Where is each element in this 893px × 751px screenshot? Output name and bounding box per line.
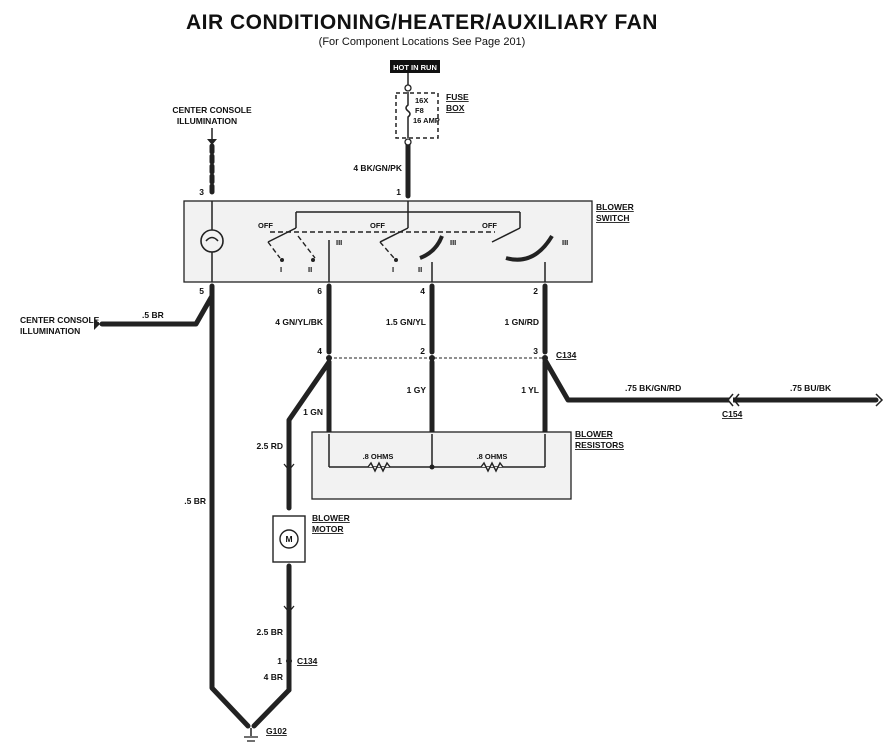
fuse-symbol <box>405 92 411 138</box>
resistor-2-value: .8 OHMS <box>477 452 508 461</box>
blower-motor-symbol: M <box>285 534 292 544</box>
switch-1-pos-ii: II <box>308 265 312 274</box>
diagram-subtitle: (For Component Locations See Page 201) <box>319 36 526 48</box>
switch-2-off: OFF <box>370 221 385 230</box>
blower-resistors-label-1: BLOWER <box>575 429 613 439</box>
wire-label-75bkgnrd: .75 BK/GN/RD <box>625 383 681 393</box>
c134-pin-2: 2 <box>420 346 425 356</box>
wire-label-4br: 4 BR <box>264 672 283 682</box>
c134-pin-4: 4 <box>317 346 322 356</box>
switch-1-off: OFF <box>258 221 273 230</box>
ground-symbol <box>244 728 258 742</box>
blower-switch: OFF I II III OFF I II III OFF III <box>183 200 593 283</box>
blower-motor: M <box>272 515 306 563</box>
center-console-top-label-2: ILLUMINATION <box>177 116 237 126</box>
resistor-2-symbol <box>480 461 504 473</box>
fuse-box-label-1: FUSE <box>446 92 469 102</box>
blower-motor-label-1: BLOWER <box>312 513 350 523</box>
diagram-title: AIR CONDITIONING/HEATER/AUXILIARY FAN <box>186 11 658 34</box>
switch-1-pos-i: I <box>280 265 282 274</box>
pin-6-label: 6 <box>317 286 322 296</box>
fuse-box: 16X F8 16 AMP FUSE BOX <box>395 92 469 139</box>
blower-switch-label-2: SWITCH <box>596 213 630 223</box>
pin-3-label: 3 <box>199 187 204 197</box>
pin-5-label: 5 <box>199 286 204 296</box>
c134-bottom-pin-1: 1 <box>277 656 282 666</box>
pin-1-label: 1 <box>396 187 401 197</box>
wire-label-4gnylbk: 4 GN/YL/BK <box>275 317 324 327</box>
blower-switch-label-1: BLOWER <box>596 202 634 212</box>
wire-label-15gnyl: 1.5 GN/YL <box>386 317 426 327</box>
switch-1-pos-iii: III <box>336 238 342 247</box>
resistor-1-symbol <box>367 461 391 473</box>
switch-2-pos-iii: III <box>450 238 456 247</box>
switch-3-off: OFF <box>482 221 497 230</box>
fuse-box-label-2: BOX <box>446 103 465 113</box>
center-console-left-label-2: ILLUMINATION <box>20 326 80 336</box>
wire-label-25rd: 2.5 RD <box>257 441 283 451</box>
wire-label-1gnrd: 1 GN/RD <box>505 317 539 327</box>
blower-resistors: .8 OHMS .8 OHMS <box>311 431 572 500</box>
pin-2-label: 2 <box>533 286 538 296</box>
wire-label-5br-left: .5 BR <box>142 310 164 320</box>
hot-in-run-label: HOT IN RUN <box>393 63 437 72</box>
wire-label-4bkgnpk: 4 BK/GN/PK <box>353 163 403 173</box>
wire-label-1yl: 1 YL <box>521 385 539 395</box>
switch-3-pos-iii: III <box>562 238 568 247</box>
pin-4-label: 4 <box>420 286 425 296</box>
connector-c134-bottom: C134 <box>297 656 318 666</box>
wire-label-25br: 2.5 BR <box>257 627 283 637</box>
wire-label-1gy: 1 GY <box>407 385 427 395</box>
hot-in-run-badge: HOT IN RUN <box>390 60 440 73</box>
c134-pin-3: 3 <box>533 346 538 356</box>
center-console-left-label-1: CENTER CONSOLE <box>20 315 100 325</box>
wire-label-75bubk: .75 BU/BK <box>790 383 832 393</box>
switch-2-pos-ii: II <box>418 265 422 274</box>
blower-motor-label-2: MOTOR <box>312 524 343 534</box>
fuse-id: 16X <box>415 96 428 105</box>
fuse-rating: 16 AMP <box>413 116 440 125</box>
center-console-top-label-1: CENTER CONSOLE <box>172 105 252 115</box>
wire-label-5br-vertical: .5 BR <box>184 496 206 506</box>
switch-2-pos-i: I <box>392 265 394 274</box>
ground-label: G102 <box>266 726 287 736</box>
connector-c134-top: C134 <box>556 350 577 360</box>
blower-resistors-label-2: RESISTORS <box>575 440 624 450</box>
connector-c154: C154 <box>722 409 743 419</box>
wire-label-1gn: 1 GN <box>303 407 323 417</box>
fuse-number: F8 <box>415 106 424 115</box>
resistor-1-value: .8 OHMS <box>363 452 394 461</box>
